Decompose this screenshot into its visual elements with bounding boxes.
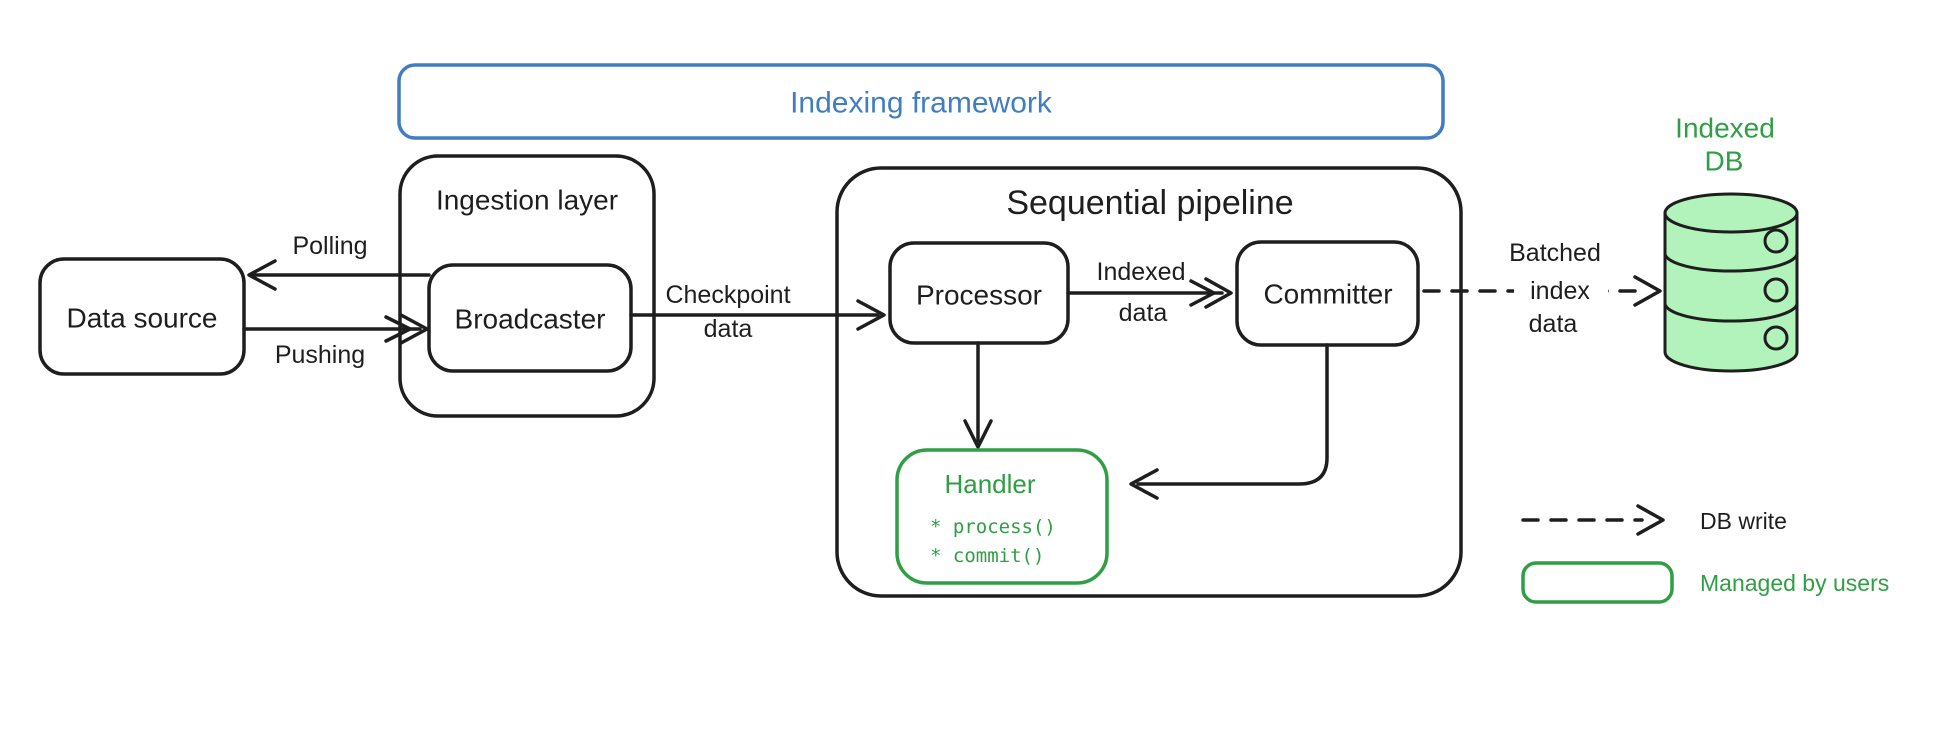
handler-method-commit: * commit() [930, 545, 1044, 567]
batched-index-data-arrowhead-icon [1633, 275, 1662, 307]
legend-dashed-arrowhead-icon [1636, 504, 1665, 536]
sequential-pipeline-label: Sequential pipeline [1006, 184, 1293, 222]
committer-to-handler-arrow [1136, 343, 1329, 486]
legend-db-write-label: DB write [1700, 508, 1787, 534]
db-disk-dot-2 [1763, 277, 1789, 303]
legend-managed-by-users-label: Managed by users [1700, 570, 1889, 596]
batched-index-data-label-line3: data [1529, 310, 1578, 338]
committer-label: Committer [1263, 279, 1392, 310]
ingestion-layer-node [398, 154, 656, 418]
handler-title: Handler [944, 469, 1035, 499]
checkpoint-data-arrowhead-icon [856, 299, 886, 331]
indexed-data-label-line1: Indexed [1097, 258, 1186, 286]
broadcaster-label: Broadcaster [455, 304, 606, 335]
db-cylinder-separator-2 [1663, 300, 1799, 323]
handler-method-process: * process() [930, 516, 1056, 538]
processor-label: Processor [916, 280, 1042, 311]
ingestion-layer-label: Ingestion layer [436, 185, 618, 216]
legend-green-box-icon [1521, 561, 1674, 604]
pushing-label: Pushing [275, 341, 365, 369]
data-source-node [38, 257, 246, 376]
indexing-framework-frame [397, 63, 1445, 140]
db-cylinder-body [1663, 211, 1799, 373]
polling-arrowhead-icon [247, 259, 277, 291]
sequential-pipeline-node [835, 166, 1463, 598]
db-disk-dot-1 [1763, 228, 1789, 254]
batched-index-data-label-line1: Batched [1509, 239, 1601, 267]
indexed-data-label-line2: data [1119, 299, 1168, 327]
pushing-arrowhead-icon [399, 313, 429, 345]
data-source-label: Data source [67, 303, 218, 334]
db-cylinder-top [1663, 192, 1799, 234]
db-cylinder-separator-1 [1663, 250, 1799, 273]
checkpoint-data-label-line1: Checkpoint [665, 281, 790, 309]
batched-index-data-label-backing [1514, 276, 1608, 306]
batched-index-data-label-line2: index [1530, 277, 1590, 305]
indexed-data-arrowhead-icon [1204, 277, 1233, 309]
indexed-data-arrowhead-inner-icon [1189, 279, 1216, 307]
db-disk-dot-3 [1763, 325, 1789, 351]
indexing-framework-title: Indexing framework [790, 87, 1053, 120]
pushing-arrowhead-inner-icon [384, 315, 412, 343]
processor-to-handler-arrowhead-icon [963, 419, 993, 449]
broadcaster-node [427, 263, 633, 373]
legend-db-write: DB write [1521, 504, 1787, 536]
checkpoint-data-label-line2: data [704, 315, 753, 343]
committer-to-handler-arrowhead-icon [1129, 468, 1159, 500]
indexed-db-label-line1: Indexed [1675, 113, 1775, 144]
legend-managed-by-users: Managed by users [1521, 561, 1889, 604]
indexed-db-icon [1663, 192, 1799, 373]
polling-label: Polling [292, 232, 367, 260]
indexed-db-label-line2: DB [1705, 146, 1744, 177]
handler-node [895, 448, 1109, 585]
